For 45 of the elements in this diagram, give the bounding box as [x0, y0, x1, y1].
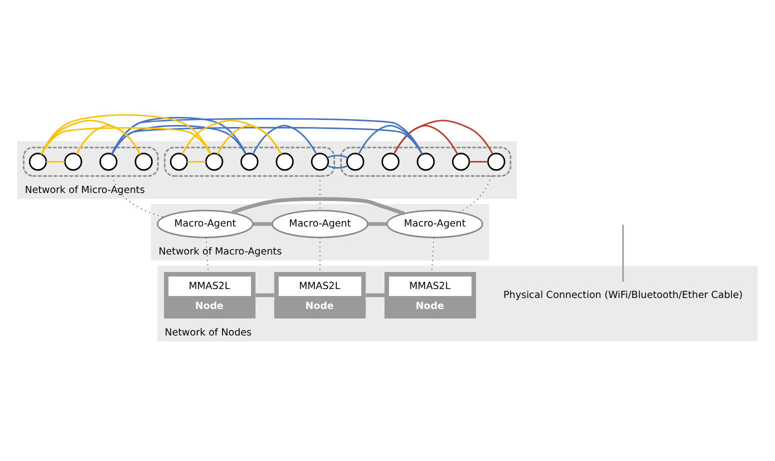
node-circle	[416, 152, 435, 170]
node-circle	[99, 152, 118, 170]
connector	[622, 224, 624, 282]
connector	[459, 175, 492, 212]
node-box: MMAS2L Node	[274, 271, 366, 318]
connector	[112, 175, 164, 217]
node-circle	[487, 152, 506, 170]
node-ellipse: Macro-Agent	[272, 209, 368, 238]
connector	[111, 118, 423, 154]
connector	[253, 222, 272, 226]
node-box: MMAS2L Node	[164, 271, 256, 318]
connector	[187, 160, 206, 162]
cluster	[340, 146, 512, 176]
node-circle	[452, 152, 470, 170]
connector	[40, 114, 212, 154]
node-circle	[170, 152, 188, 170]
node-ellipse: Macro-Agent	[386, 209, 484, 238]
connector	[393, 119, 494, 154]
connector	[40, 119, 141, 154]
node-circle	[205, 152, 224, 170]
connector	[46, 160, 65, 162]
connector	[252, 124, 318, 154]
node-circle	[382, 152, 400, 170]
node-circle	[310, 152, 329, 170]
node-ellipse: Macro-Agent	[156, 209, 254, 238]
connector	[366, 292, 384, 297]
connector	[182, 119, 282, 154]
connector	[256, 292, 274, 297]
node-text: Physical Connection (WiFi/Bluetooth/Ether Cable)	[503, 289, 743, 300]
connector	[368, 222, 387, 226]
node-circle	[134, 152, 153, 170]
node-box: MMAS2L Node	[384, 271, 476, 318]
connector	[231, 196, 405, 215]
cluster	[22, 146, 159, 176]
connector	[327, 154, 348, 168]
connector	[469, 160, 488, 162]
cluster	[164, 146, 335, 176]
node-circle	[240, 152, 258, 170]
connector	[393, 124, 458, 154]
node-circle	[64, 152, 82, 170]
node-circle	[28, 152, 47, 170]
node-circle	[276, 152, 294, 170]
node-circle	[346, 152, 364, 170]
connector	[111, 116, 247, 154]
cluster: Network of Micro-Agents	[17, 140, 517, 198]
